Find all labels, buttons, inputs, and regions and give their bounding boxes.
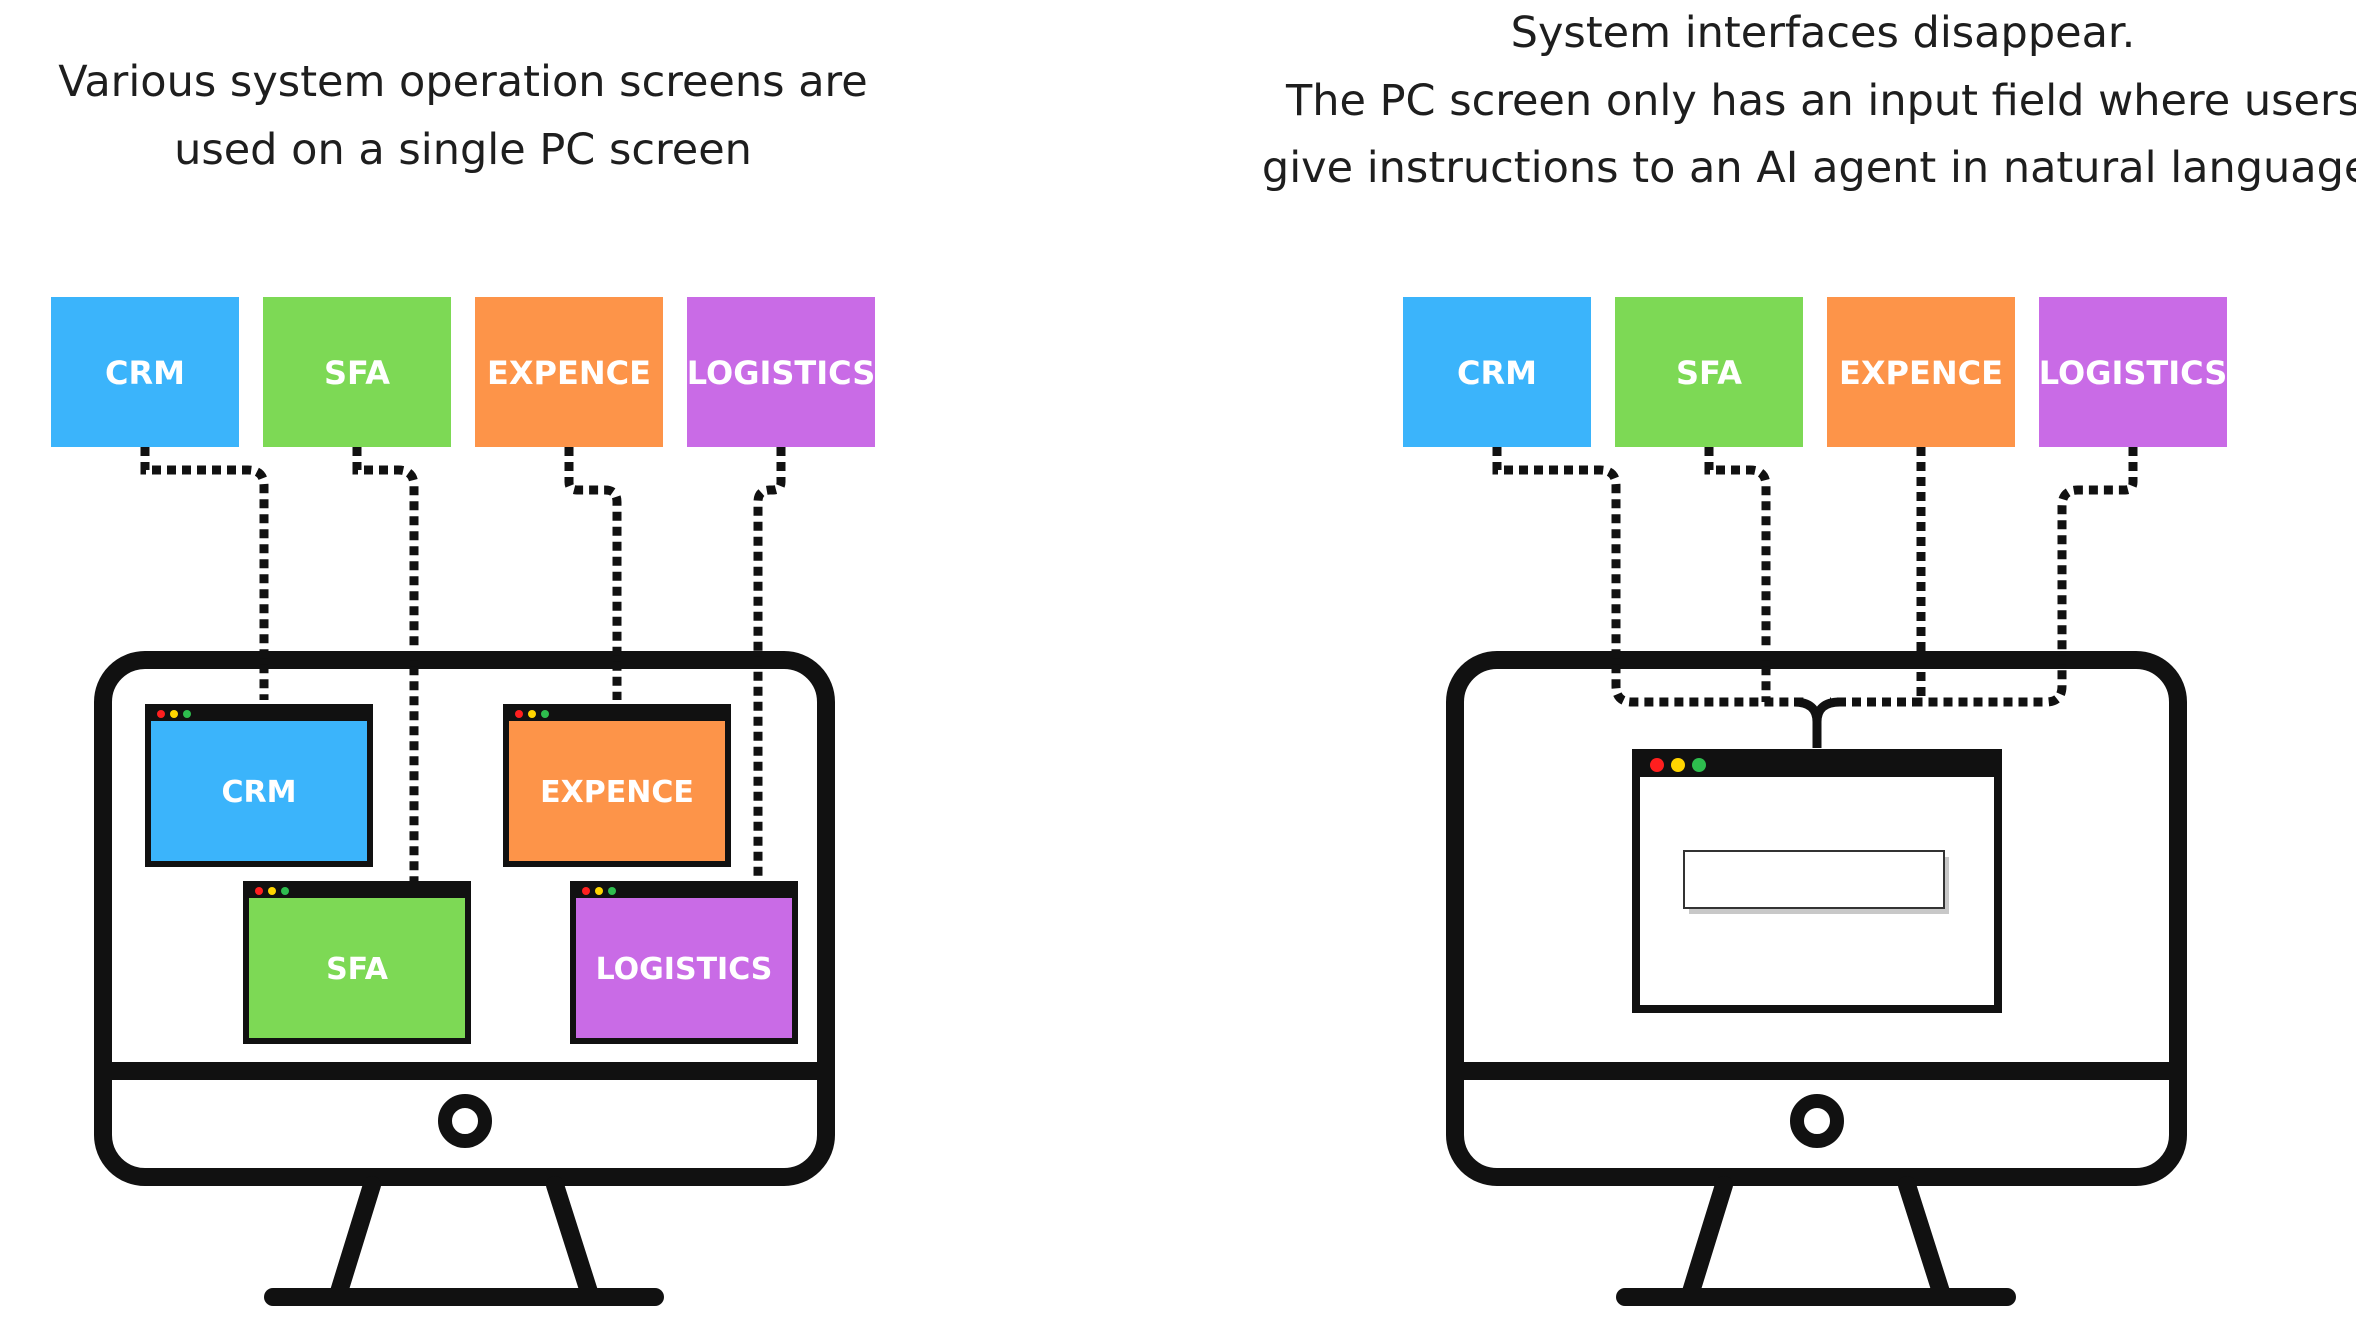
left-caption-line-2: used on a single PC screen: [174, 125, 752, 175]
right-system-box-expence: EXPENCE: [1827, 297, 2015, 447]
app-window-icon: [503, 704, 731, 867]
window-minimize-dot-icon: [595, 887, 603, 895]
window-titlebar: [573, 884, 795, 898]
right-panel: System interfaces disappear. The PC scre…: [1262, 8, 2356, 1306]
connector-sfa: [1704, 447, 1771, 702]
app-window-logistics: LOGISTICS: [570, 881, 798, 1044]
system-label-logistics: LOGISTICS: [687, 354, 876, 392]
window-close-dot-icon: [255, 887, 263, 895]
monitor-stand: [329, 1176, 599, 1304]
connector-logistics: [753, 447, 786, 882]
window-maximize-dot-icon: [608, 887, 616, 895]
left-caption-line-1: Various system operation screens are: [58, 57, 867, 107]
connector-sfa: [352, 447, 419, 882]
window-minimize-dot-icon: [1671, 758, 1685, 772]
monitor-power-button-icon: [1790, 1094, 1844, 1148]
app-window-icon: [243, 881, 471, 1044]
right-caption-line-2: The PC screen only has an input field wh…: [1285, 76, 2356, 126]
system-box-expence-bg: [475, 297, 663, 447]
right-connectors: [1492, 447, 2138, 707]
window-minimize-dot-icon: [170, 710, 178, 718]
window-label-sfa: SFA: [326, 952, 389, 987]
window-minimize-dot-icon: [268, 887, 276, 895]
system-box-crm-bg: [51, 297, 239, 447]
right-caption-line-1: System interfaces disappear.: [1511, 8, 2136, 58]
left-system-box-crm: CRM: [51, 297, 239, 447]
window-label-logistics: LOGISTICS: [596, 952, 773, 987]
right-system-box-crm: CRM: [1403, 297, 1591, 447]
window-close-dot-icon: [515, 710, 523, 718]
system-label-crm: CRM: [105, 354, 185, 392]
window-close-dot-icon: [1650, 758, 1664, 772]
left-system-box-sfa: SFA: [263, 297, 451, 447]
window-maximize-dot-icon: [183, 710, 191, 718]
connector-crm: [140, 447, 269, 700]
left-panel: Various system operation screens are use…: [51, 57, 876, 1306]
system-box-sfa-bg: [263, 297, 451, 447]
system-box-crm-bg: [1403, 297, 1591, 447]
system-box-expence-bg: [1827, 297, 2015, 447]
app-window-crm: CRM: [145, 704, 373, 867]
window-maximize-dot-icon: [281, 887, 289, 895]
system-box-logistics-bg: [2039, 297, 2227, 447]
monitor-stand: [1681, 1176, 1951, 1304]
window-label-crm: CRM: [222, 775, 297, 810]
left-connectors: [140, 447, 786, 882]
app-window-icon: [570, 881, 798, 1044]
left-system-box-logistics: LOGISTICS: [687, 297, 876, 447]
window-maximize-dot-icon: [541, 710, 549, 718]
system-label-expence: EXPENCE: [487, 354, 651, 392]
connector-crm: [1492, 447, 1805, 707]
window-label-expence: EXPENCE: [540, 775, 694, 810]
system-label-crm: CRM: [1457, 354, 1537, 392]
system-label-sfa: SFA: [324, 354, 390, 392]
system-label-logistics: LOGISTICS: [2039, 354, 2228, 392]
system-box-sfa-bg: [1615, 297, 1803, 447]
connector-expence: [564, 447, 622, 700]
window-titlebar: [506, 707, 728, 721]
window-maximize-dot-icon: [1692, 758, 1706, 772]
connector-merge-to-agent: [1793, 697, 1841, 748]
app-window-expence: EXPENCE: [503, 704, 731, 867]
window-titlebar: [148, 707, 370, 721]
system-label-expence: EXPENCE: [1839, 354, 2003, 392]
window-titlebar: [246, 884, 468, 898]
window-titlebar: [1636, 753, 1998, 777]
right-system-box-logistics: LOGISTICS: [2039, 297, 2228, 447]
app-window-sfa: SFA: [243, 881, 471, 1044]
right-system-box-sfa: SFA: [1615, 297, 1803, 447]
left-system-box-expence: EXPENCE: [475, 297, 663, 447]
window-minimize-dot-icon: [528, 710, 536, 718]
window-close-dot-icon: [157, 710, 165, 718]
ai-agent-window: [1632, 749, 2002, 1013]
system-label-sfa: SFA: [1676, 354, 1742, 392]
connector-logistics: [1921, 447, 2138, 707]
window-close-dot-icon: [582, 887, 590, 895]
monitor-power-button-icon: [438, 1094, 492, 1148]
system-box-logistics-bg: [687, 297, 875, 447]
text-input-field-icon: [1683, 850, 1945, 909]
right-caption-line-3: give instructions to an AI agent in natu…: [1262, 143, 2356, 193]
